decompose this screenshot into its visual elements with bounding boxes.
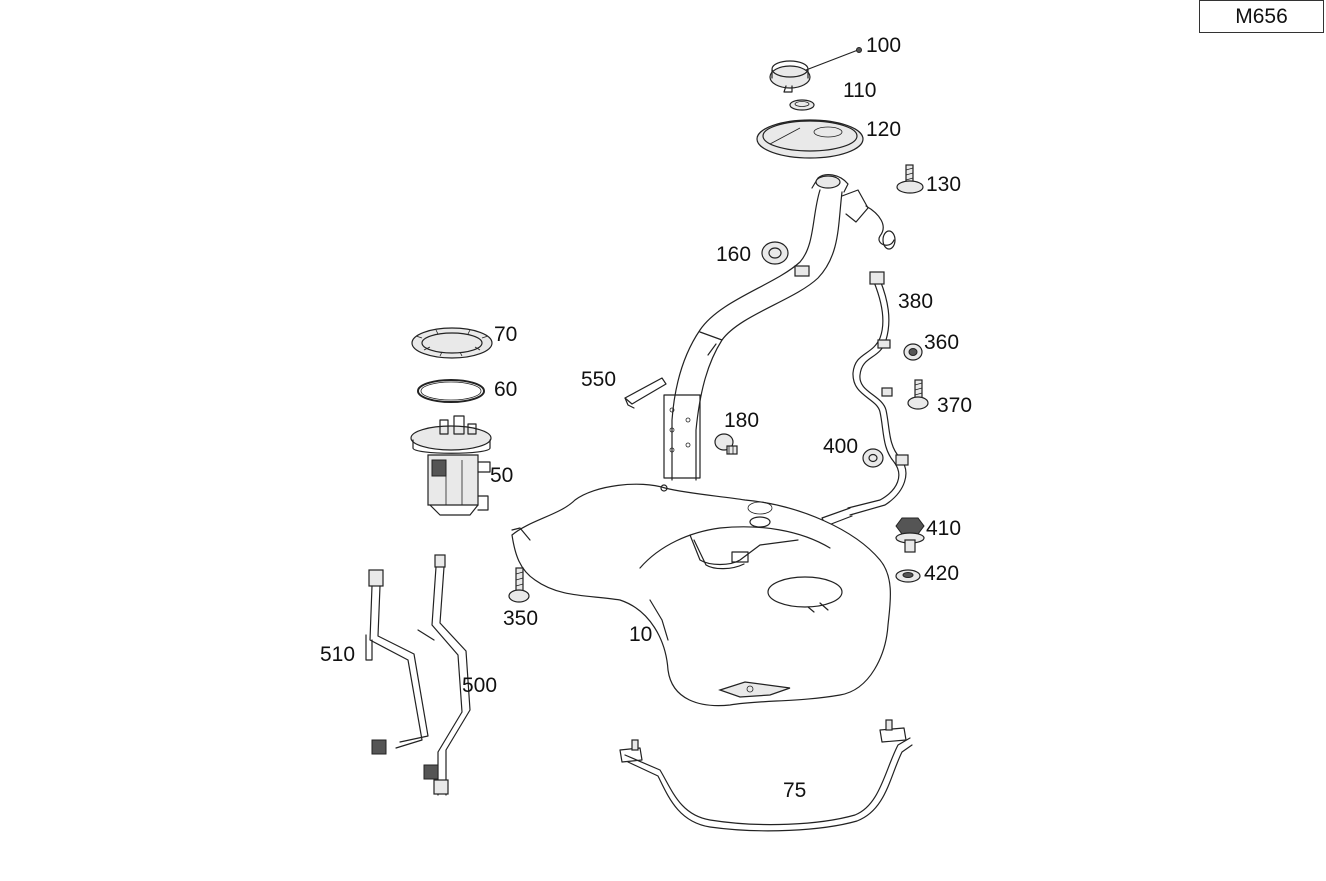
callout-50: 50	[490, 464, 513, 487]
callout-60: 60	[494, 378, 517, 401]
part-380-vent-line[interactable]	[821, 271, 909, 527]
diagram-code-box: M656	[1199, 0, 1324, 33]
part-550-clip[interactable]	[624, 377, 667, 409]
part-100-filler-cap[interactable]	[769, 47, 862, 93]
diagram-code-label: M656	[1235, 4, 1288, 28]
part-50-fuel-pump[interactable]	[410, 415, 492, 516]
callout-180: 180	[724, 409, 759, 432]
part-75-tank-strap[interactable]	[619, 719, 913, 832]
callout-420: 420	[924, 562, 959, 585]
callout-350: 350	[503, 607, 538, 630]
part-400-grommet[interactable]	[862, 448, 884, 468]
callout-380: 380	[898, 290, 933, 313]
callout-500: 500	[462, 674, 497, 697]
callout-400: 400	[823, 435, 858, 458]
part-160-grommet[interactable]	[761, 241, 789, 265]
callout-360: 360	[924, 331, 959, 354]
part-70-locking-ring[interactable]	[411, 327, 493, 359]
part-130-screw[interactable]	[896, 164, 924, 194]
part-420-seal[interactable]	[895, 569, 921, 583]
filler-neck-pipe[interactable]	[663, 174, 896, 481]
callout-10: 10	[629, 623, 652, 646]
callout-130: 130	[926, 173, 961, 196]
callout-550: 550	[581, 368, 616, 391]
part-350-stud[interactable]	[508, 567, 530, 603]
callout-510: 510	[320, 643, 355, 666]
callout-110: 110	[843, 79, 876, 102]
callout-160: 160	[716, 243, 751, 266]
part-500-fuel-line[interactable]	[417, 554, 471, 796]
part-120-filler-plate[interactable]	[756, 119, 864, 159]
part-510-fuel-line[interactable]	[365, 569, 429, 755]
callout-100: 100	[866, 34, 901, 57]
callout-120: 120	[866, 118, 901, 141]
callout-410: 410	[926, 517, 961, 540]
part-60-o-ring[interactable]	[417, 379, 485, 403]
callout-70: 70	[494, 323, 517, 346]
part-370-bolt[interactable]	[907, 379, 929, 410]
part-360-clip-nut[interactable]	[903, 343, 923, 361]
callout-75: 75	[783, 779, 806, 802]
callout-370: 370	[937, 394, 972, 417]
part-10-fuel-tank[interactable]	[511, 483, 892, 707]
part-410-valve[interactable]	[895, 517, 925, 553]
part-110-seal[interactable]	[789, 99, 815, 111]
part-180-bolt[interactable]	[714, 433, 738, 455]
